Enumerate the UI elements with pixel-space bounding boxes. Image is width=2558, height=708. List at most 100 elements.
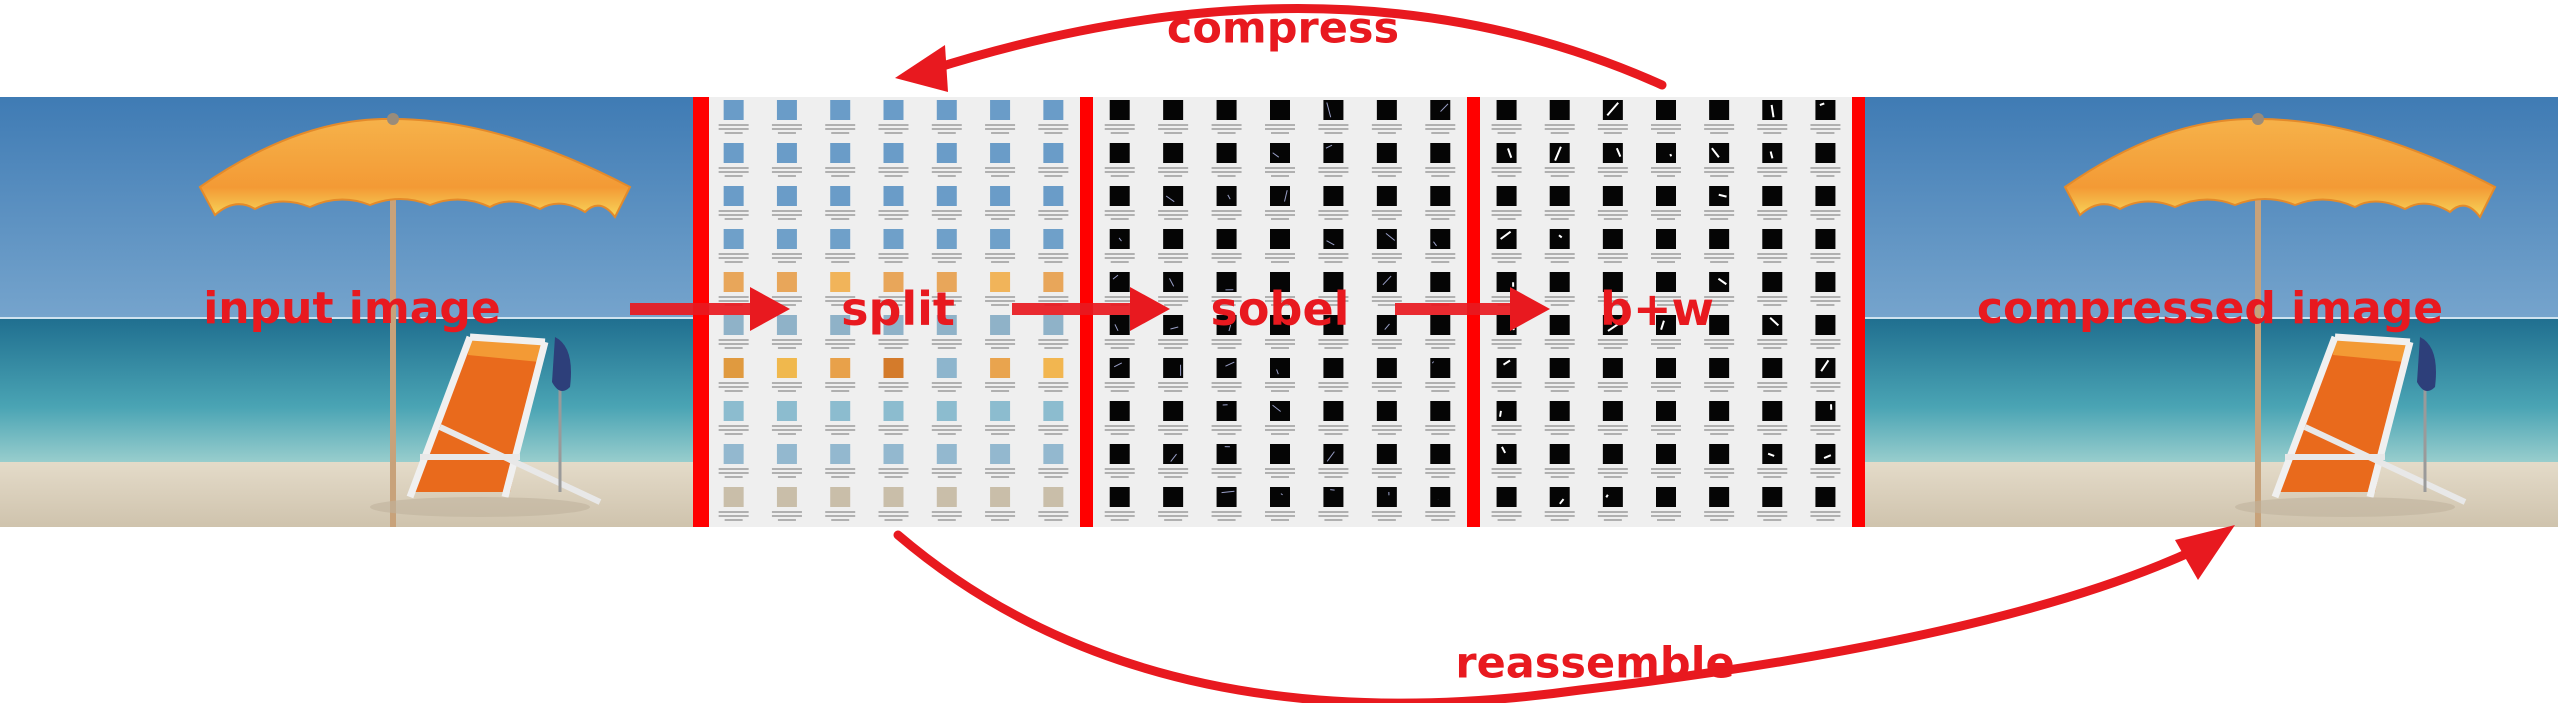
tile-caption-line [1757,167,1787,169]
tile-caption-line [1431,347,1449,349]
tile-caption-line [879,214,909,216]
tile-caption-line [1651,382,1681,384]
tile-caption-line [825,472,855,474]
tile [1043,444,1063,464]
tile-caption-line [825,171,855,173]
tile-caption-line [1105,210,1135,212]
tile-caption-line [1111,476,1129,478]
tile [1656,100,1676,120]
tile-caption-line [1212,128,1242,130]
tile [1656,358,1676,378]
tile [1043,358,1063,378]
tile-caption-line [725,175,743,177]
tile-caption-line [985,214,1015,216]
tile [1815,358,1835,378]
tile [1377,401,1397,421]
tile-caption-line [1038,167,1068,169]
tile-caption-line [1651,425,1681,427]
tile-caption-line [985,210,1015,212]
tile-caption-line [772,128,802,130]
tile-caption-line [1318,210,1348,212]
tile-caption-line [932,511,962,513]
tile-caption-line [985,515,1015,517]
tile-caption-line [1271,519,1289,521]
tile [724,143,744,163]
tile-caption-line [831,261,849,263]
tile [990,358,1010,378]
tile [1603,444,1623,464]
tile-caption-line [1757,468,1787,470]
tile [1110,401,1130,421]
tile-caption-line [1372,515,1402,517]
tile-caption-line [831,433,849,435]
tile-caption-line [1651,171,1681,173]
tile-caption-line [719,171,749,173]
tile-caption-line [1763,433,1781,435]
tile [1656,487,1676,507]
tile-caption-line [1318,425,1348,427]
tile-caption-line [1372,386,1402,388]
tile-caption-line [1657,175,1675,177]
tile-caption-line [1038,253,1068,255]
tile-caption-line [1324,218,1342,220]
tile-caption-line [1492,167,1522,169]
tile-caption-line [991,390,1009,392]
tile-caption-line [1551,433,1569,435]
tile-caption-line [1158,339,1188,341]
tile-caption-line [1111,347,1129,349]
tile-caption-line [1324,433,1342,435]
tile-caption-line [1545,210,1575,212]
tile-caption-line [1651,515,1681,517]
tile-caption-line [719,253,749,255]
tile-caption-line [1038,511,1068,513]
tile-caption-line [1545,515,1575,517]
tile [1323,229,1343,249]
tile-caption-line [1710,476,1728,478]
tile [1430,358,1450,378]
tile-caption-line [1498,390,1516,392]
edge-stroke [1500,411,1501,417]
tile-caption-line [1810,210,1840,212]
tile-caption-line [1498,218,1516,220]
tile-caption-line [831,175,849,177]
arrow-shaft [630,303,760,315]
tile-caption-line [725,476,743,478]
tile-caption-line [1164,261,1182,263]
tile [1217,358,1237,378]
tile-caption-line [1318,171,1348,173]
tile-caption-line [1105,343,1135,345]
tile-caption-line [1265,167,1295,169]
tile-caption-line [719,167,749,169]
tile [830,186,850,206]
tile-caption-line [938,218,956,220]
tile-caption-line [938,132,956,134]
tile-caption-line [938,347,956,349]
tile-caption-line [1038,124,1068,126]
tile-caption-line [719,343,749,345]
tile-caption-line [1038,171,1068,173]
tile-caption-line [1212,257,1242,259]
tile [1377,315,1397,335]
tile-caption-line [1598,171,1628,173]
tile-caption-line [985,425,1015,427]
tile-caption-line [985,253,1015,255]
tile-caption-line [1492,343,1522,345]
tile-caption-line [879,515,909,517]
tile-caption-line [985,296,1015,298]
tile-caption-line [825,468,855,470]
tile [830,143,850,163]
tile-caption-line [1757,257,1787,259]
tile-caption-line [719,214,749,216]
tile-caption-line [825,386,855,388]
tile-caption-line [1651,128,1681,130]
tile-caption-line [932,468,962,470]
tile-caption-line [1105,171,1135,173]
tile-caption-line [1044,519,1062,521]
tile-caption-line [1038,296,1068,298]
tile-caption-line [825,214,855,216]
tile-caption-line [725,132,743,134]
tile-caption-line [1372,171,1402,173]
tile-caption-line [719,425,749,427]
tile-caption-line [1378,519,1396,521]
tile-caption-line [879,429,909,431]
